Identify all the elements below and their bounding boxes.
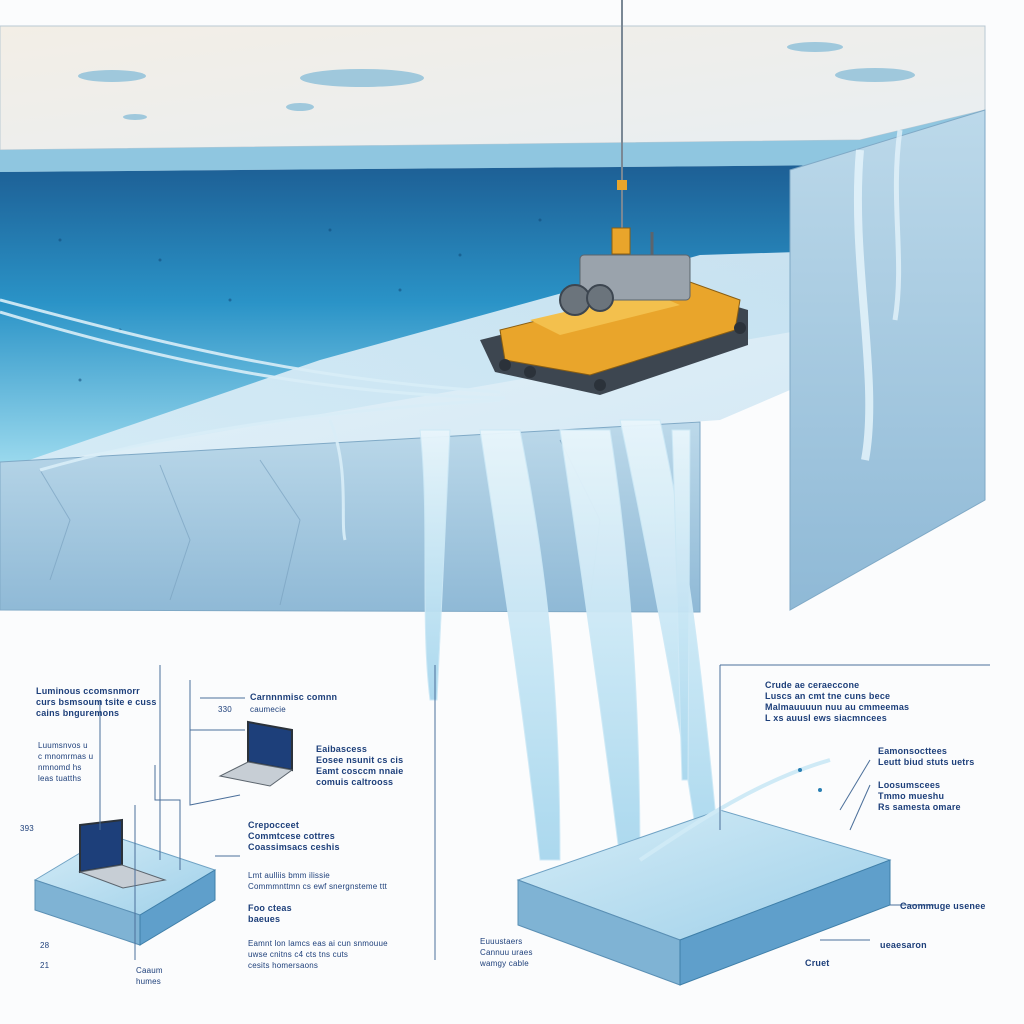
callout-lines [99, 664, 990, 960]
ice-block [516, 758, 892, 986]
laptop-icon [78, 818, 167, 889]
laptop-icon-2 [218, 720, 294, 787]
ice-block-left [33, 834, 217, 946]
subglacial-lake [0, 165, 860, 470]
label-right-2: Eamonsocttees Leutt biud stuts uetrs [878, 746, 975, 767]
label-bottom-mid: Euuustaers Cannuu uraes wamgy cable [480, 937, 533, 968]
label-right-4: Caommuge usenee [900, 901, 986, 911]
label-left-num-3: 21 [40, 961, 50, 970]
label-mid-2: Crepocceet Commtcese cottres Coassimsacs… [248, 820, 340, 852]
rover-icon [480, 227, 748, 395]
tether-cable [0, 298, 506, 541]
label-laptop-title: Carnnnmisc comnn [250, 692, 338, 702]
label-right-3: Loosumscees Tmmo mueshu Rs samesta omare [878, 780, 961, 812]
label-left-2: Luumsnvos u c mnomrmas u nmnomd hs leas … [38, 741, 94, 783]
label-mid-1: Eaibascess Eosee nsunit cs cis Eamt cosc… [316, 744, 404, 787]
label-mid-3: Lmt aulliis bmm ilissie Commmnttmn cs ew… [248, 871, 388, 891]
label-right-6: Cruet [805, 958, 830, 968]
label-left-num-2: 28 [40, 941, 50, 950]
label-left-1: Luminous ccomsnmorr curs bsmsoum tsite e… [36, 686, 157, 718]
label-right-1: Crude ae ceraeccone Luscs an cmt tne cun… [765, 680, 910, 723]
ice-lip [0, 110, 985, 172]
label-left-num-1: 393 [20, 824, 34, 833]
label-mid-4: Foo cteas baeues [248, 903, 292, 924]
label-laptop-sub: caumecie [250, 705, 286, 714]
ice-surface [0, 25, 986, 151]
label-mid-5: Eamnt lon lamcs eas ai cun snmouue uwse … [248, 939, 388, 970]
label-laptop-num: 330 [218, 705, 232, 714]
meltwater-drips [419, 419, 721, 861]
ice-cliff-right [789, 109, 986, 611]
label-bottom-left: Caaum humes [136, 966, 163, 986]
label-right-5: ueaesaron [880, 940, 927, 950]
